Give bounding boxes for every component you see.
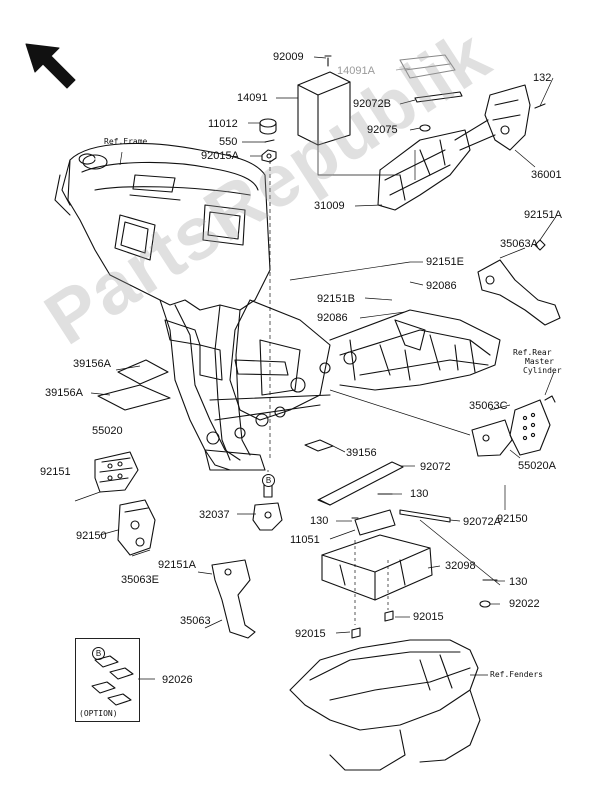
callout-11012: 11012: [208, 118, 238, 130]
callout-92151A-top: 92151A: [524, 209, 562, 221]
marker-b-option: B: [92, 647, 105, 660]
callout-92072B: 92072B: [353, 98, 391, 110]
callout-36001: 36001: [531, 169, 562, 181]
callout-130-a: 130: [410, 488, 429, 500]
marker-b-bolt: B: [262, 474, 275, 487]
callout-130-c: 130: [509, 576, 528, 588]
fender: [289, 639, 479, 731]
callout-14091A: 14091A: [337, 65, 375, 77]
option-label: (OPTION): [79, 709, 118, 718]
callout-92026: 92026: [162, 674, 193, 686]
callout-35063: 35063: [180, 615, 211, 627]
callout-55020: 55020: [92, 425, 123, 437]
callout-92022: 92022: [509, 598, 540, 610]
callout-92009: 92009: [273, 51, 304, 63]
callout-14091: 14091: [237, 92, 268, 104]
callout-92015A: 92015A: [201, 150, 239, 162]
callout-92075: 92075: [367, 124, 398, 136]
callout-92150-left: 92150: [76, 530, 107, 542]
ref-rear-master-line3: Cylinder: [523, 366, 562, 375]
callout-11051: 11051: [290, 534, 320, 546]
bracket-35063A: [477, 259, 561, 326]
callout-92015-left: 92015: [295, 628, 326, 640]
bracket-36001: [484, 84, 531, 151]
callout-92086-lower: 92086: [317, 312, 348, 324]
callout-92151B: 92151B: [317, 293, 355, 305]
callout-130-b: 130: [310, 515, 329, 527]
callout-92150-right: 92150: [497, 513, 528, 525]
bracket-35063E: [117, 499, 156, 556]
strap-92072: [317, 461, 404, 506]
callout-32037: 32037: [199, 509, 230, 521]
pad-39156: [304, 439, 334, 452]
cover-14091: [297, 71, 351, 146]
mount-32037: [252, 502, 283, 531]
pad-55020A: [509, 399, 551, 456]
bracket-55020: [94, 451, 139, 493]
callout-92015-right: 92015: [413, 611, 444, 623]
cover-14091A: [399, 54, 456, 79]
pad-39156A-top: [117, 359, 169, 385]
callout-92072: 92072: [420, 461, 451, 473]
callout-35063E: 35063E: [121, 574, 159, 586]
callout-132: 132: [533, 72, 552, 84]
hanger-35063: [211, 559, 256, 639]
callout-92151E: 92151E: [426, 256, 464, 268]
callout-39156A-upper: 39156A: [73, 358, 111, 370]
tray-32098: [321, 534, 433, 601]
ref-fenders-label: Ref.Fenders: [490, 670, 543, 679]
callout-35063A: 35063A: [500, 238, 538, 250]
callout-92151: 92151: [40, 466, 71, 478]
callout-92072A: 92072A: [463, 516, 501, 528]
ref-rear-master-line2: Master: [525, 357, 554, 366]
main-frame: [54, 142, 501, 471]
callout-550: 550: [219, 136, 238, 148]
callout-55020A: 55020A: [518, 460, 556, 472]
callout-39156A-lower: 39156A: [45, 387, 83, 399]
callout-92086-upper: 92086: [426, 280, 457, 292]
bracket-35063C: [471, 419, 513, 457]
direction-arrow-icon: [25, 43, 76, 89]
callout-32098: 32098: [445, 560, 476, 572]
ref-frame-label: Ref.Frame: [104, 137, 148, 146]
option-box: [75, 638, 140, 722]
pad-39156A-bottom: [97, 384, 171, 411]
callout-92151A-bottom: 92151A: [158, 559, 196, 571]
callout-31009: 31009: [314, 200, 345, 212]
tray-31009: [377, 129, 471, 211]
callout-35063C: 35063C: [469, 400, 508, 412]
callout-39156: 39156: [346, 447, 377, 459]
ref-rear-master-line1: Ref.Rear: [513, 348, 552, 357]
